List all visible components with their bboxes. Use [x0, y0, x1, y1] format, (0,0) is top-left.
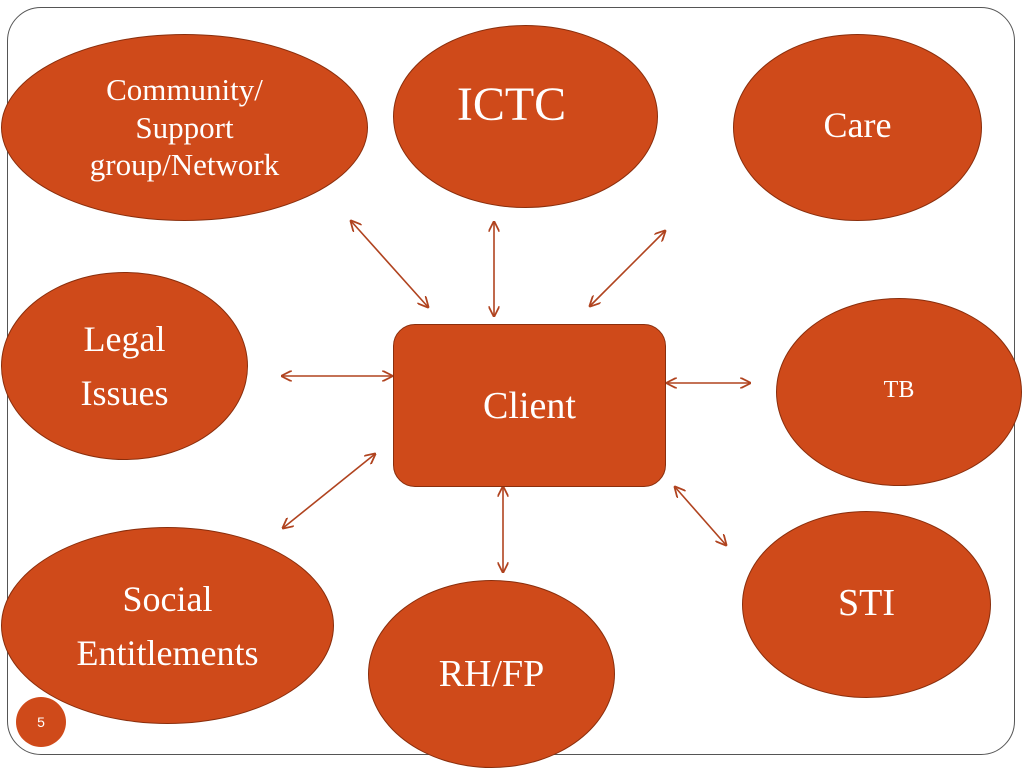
node-rh-fp: RH/FP: [368, 580, 615, 768]
arrow-community-client: [351, 221, 428, 307]
arrow-care-client: [590, 231, 665, 306]
node-legal-issues: Legal Issues: [1, 272, 248, 460]
arrow-social-client: [283, 454, 375, 528]
node-community-support-network: Community/ Support group/Network: [1, 34, 368, 221]
node-social-entitlements: Social Entitlements: [1, 527, 334, 724]
node-tb: TB: [776, 298, 1022, 486]
slide-number-badge: 5: [16, 697, 66, 747]
node-client: Client: [393, 324, 666, 487]
node-care: Care: [733, 34, 982, 221]
node-ictc: ICTC: [393, 25, 658, 208]
arrow-client-sti: [675, 487, 726, 545]
node-sti: STI: [742, 511, 991, 698]
